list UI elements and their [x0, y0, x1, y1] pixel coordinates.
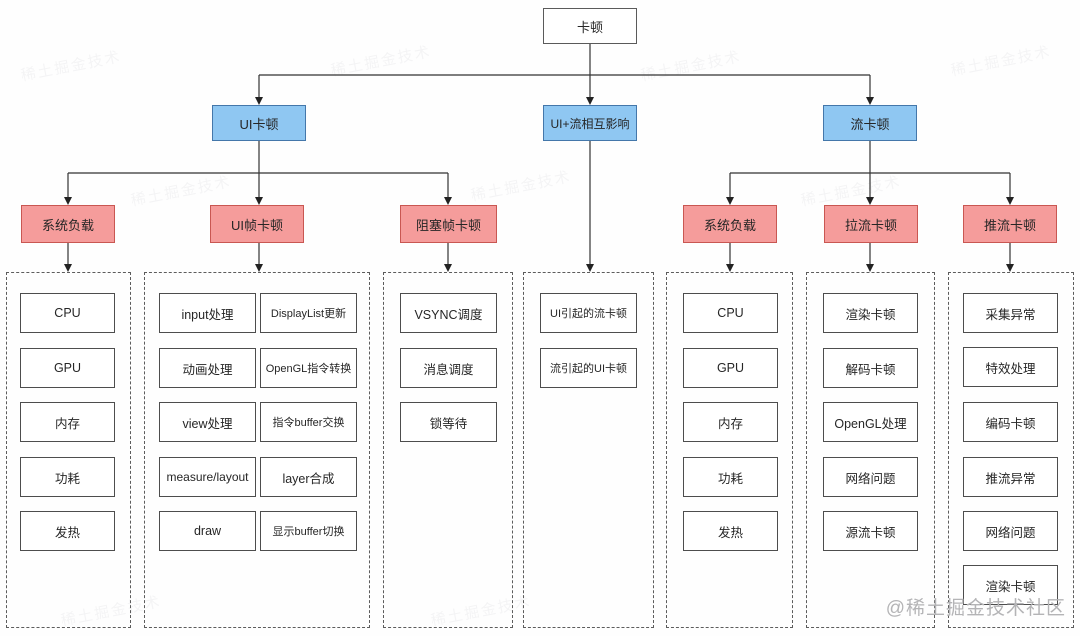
leaf-node: OpenGL指令转换: [260, 348, 357, 388]
leaf-node: 解码卡顿: [823, 348, 918, 388]
leaf-node: 渲染卡顿: [823, 293, 918, 333]
leaf-node: 发热: [20, 511, 115, 551]
leaf-node: DisplayList更新: [260, 293, 357, 333]
group-ui-frame-lag: [144, 272, 370, 628]
group-system-load-ui: [6, 272, 131, 628]
community-watermark: @稀土掘金技术社区: [885, 598, 1066, 619]
leaf-node: draw: [159, 511, 256, 551]
leaf-node: input处理: [159, 293, 256, 333]
group-system-load-stream: [666, 272, 793, 628]
leaf-node: 显示buffer切换: [260, 511, 357, 551]
node-ui-lag: UI卡顿: [212, 105, 306, 141]
leaf-node: 推流异常: [963, 457, 1058, 497]
leaf-node: 内存: [683, 402, 778, 442]
node-pull-stream-lag: 拉流卡顿: [824, 205, 918, 243]
leaf-node: view处理: [159, 402, 256, 442]
leaf-node: VSYNC调度: [400, 293, 497, 333]
leaf-node: 指令buffer交换: [260, 402, 357, 442]
group-pull-stream-lag: [806, 272, 935, 628]
leaf-node: 消息调度: [400, 348, 497, 388]
leaf-node: 功耗: [20, 457, 115, 497]
leaf-node: 渲染卡顿: [963, 565, 1058, 605]
leaf-node: layer合成: [260, 457, 357, 497]
node-push-stream-lag: 推流卡顿: [963, 205, 1057, 243]
leaf-node: 源流卡顿: [823, 511, 918, 551]
group-ui-stream-interaction: [523, 272, 654, 628]
leaf-node: GPU: [683, 348, 778, 388]
leaf-node: GPU: [20, 348, 115, 388]
node-ui-frame-lag: UI帧卡顿: [210, 205, 304, 243]
leaf-node: CPU: [20, 293, 115, 333]
node-system-load-stream: 系统负载: [683, 205, 777, 243]
leaf-node: 特效处理: [963, 347, 1058, 387]
node-blocking-frame-lag: 阻塞帧卡顿: [400, 205, 497, 243]
group-push-stream-lag: [948, 272, 1074, 628]
leaf-node: 流引起的UI卡顿: [540, 348, 637, 388]
leaf-node: CPU: [683, 293, 778, 333]
leaf-node: OpenGL处理: [823, 402, 918, 442]
group-blocking-frame-lag: [383, 272, 513, 628]
leaf-node: 动画处理: [159, 348, 256, 388]
leaf-node: 功耗: [683, 457, 778, 497]
node-system-load-ui: 系统负载: [21, 205, 115, 243]
leaf-node: 采集异常: [963, 293, 1058, 333]
leaf-node: 网络问题: [963, 511, 1058, 551]
leaf-node: 锁等待: [400, 402, 497, 442]
leaf-node: 内存: [20, 402, 115, 442]
node-ui-stream-interaction: UI+流相互影响: [543, 105, 637, 141]
leaf-node: 网络问题: [823, 457, 918, 497]
node-stream-lag: 流卡顿: [823, 105, 917, 141]
leaf-node: 编码卡顿: [963, 402, 1058, 442]
node-root-lag: 卡顿: [543, 8, 637, 44]
leaf-node: measure/layout: [159, 457, 256, 497]
leaf-node: UI引起的流卡顿: [540, 293, 637, 333]
leaf-node: 发热: [683, 511, 778, 551]
